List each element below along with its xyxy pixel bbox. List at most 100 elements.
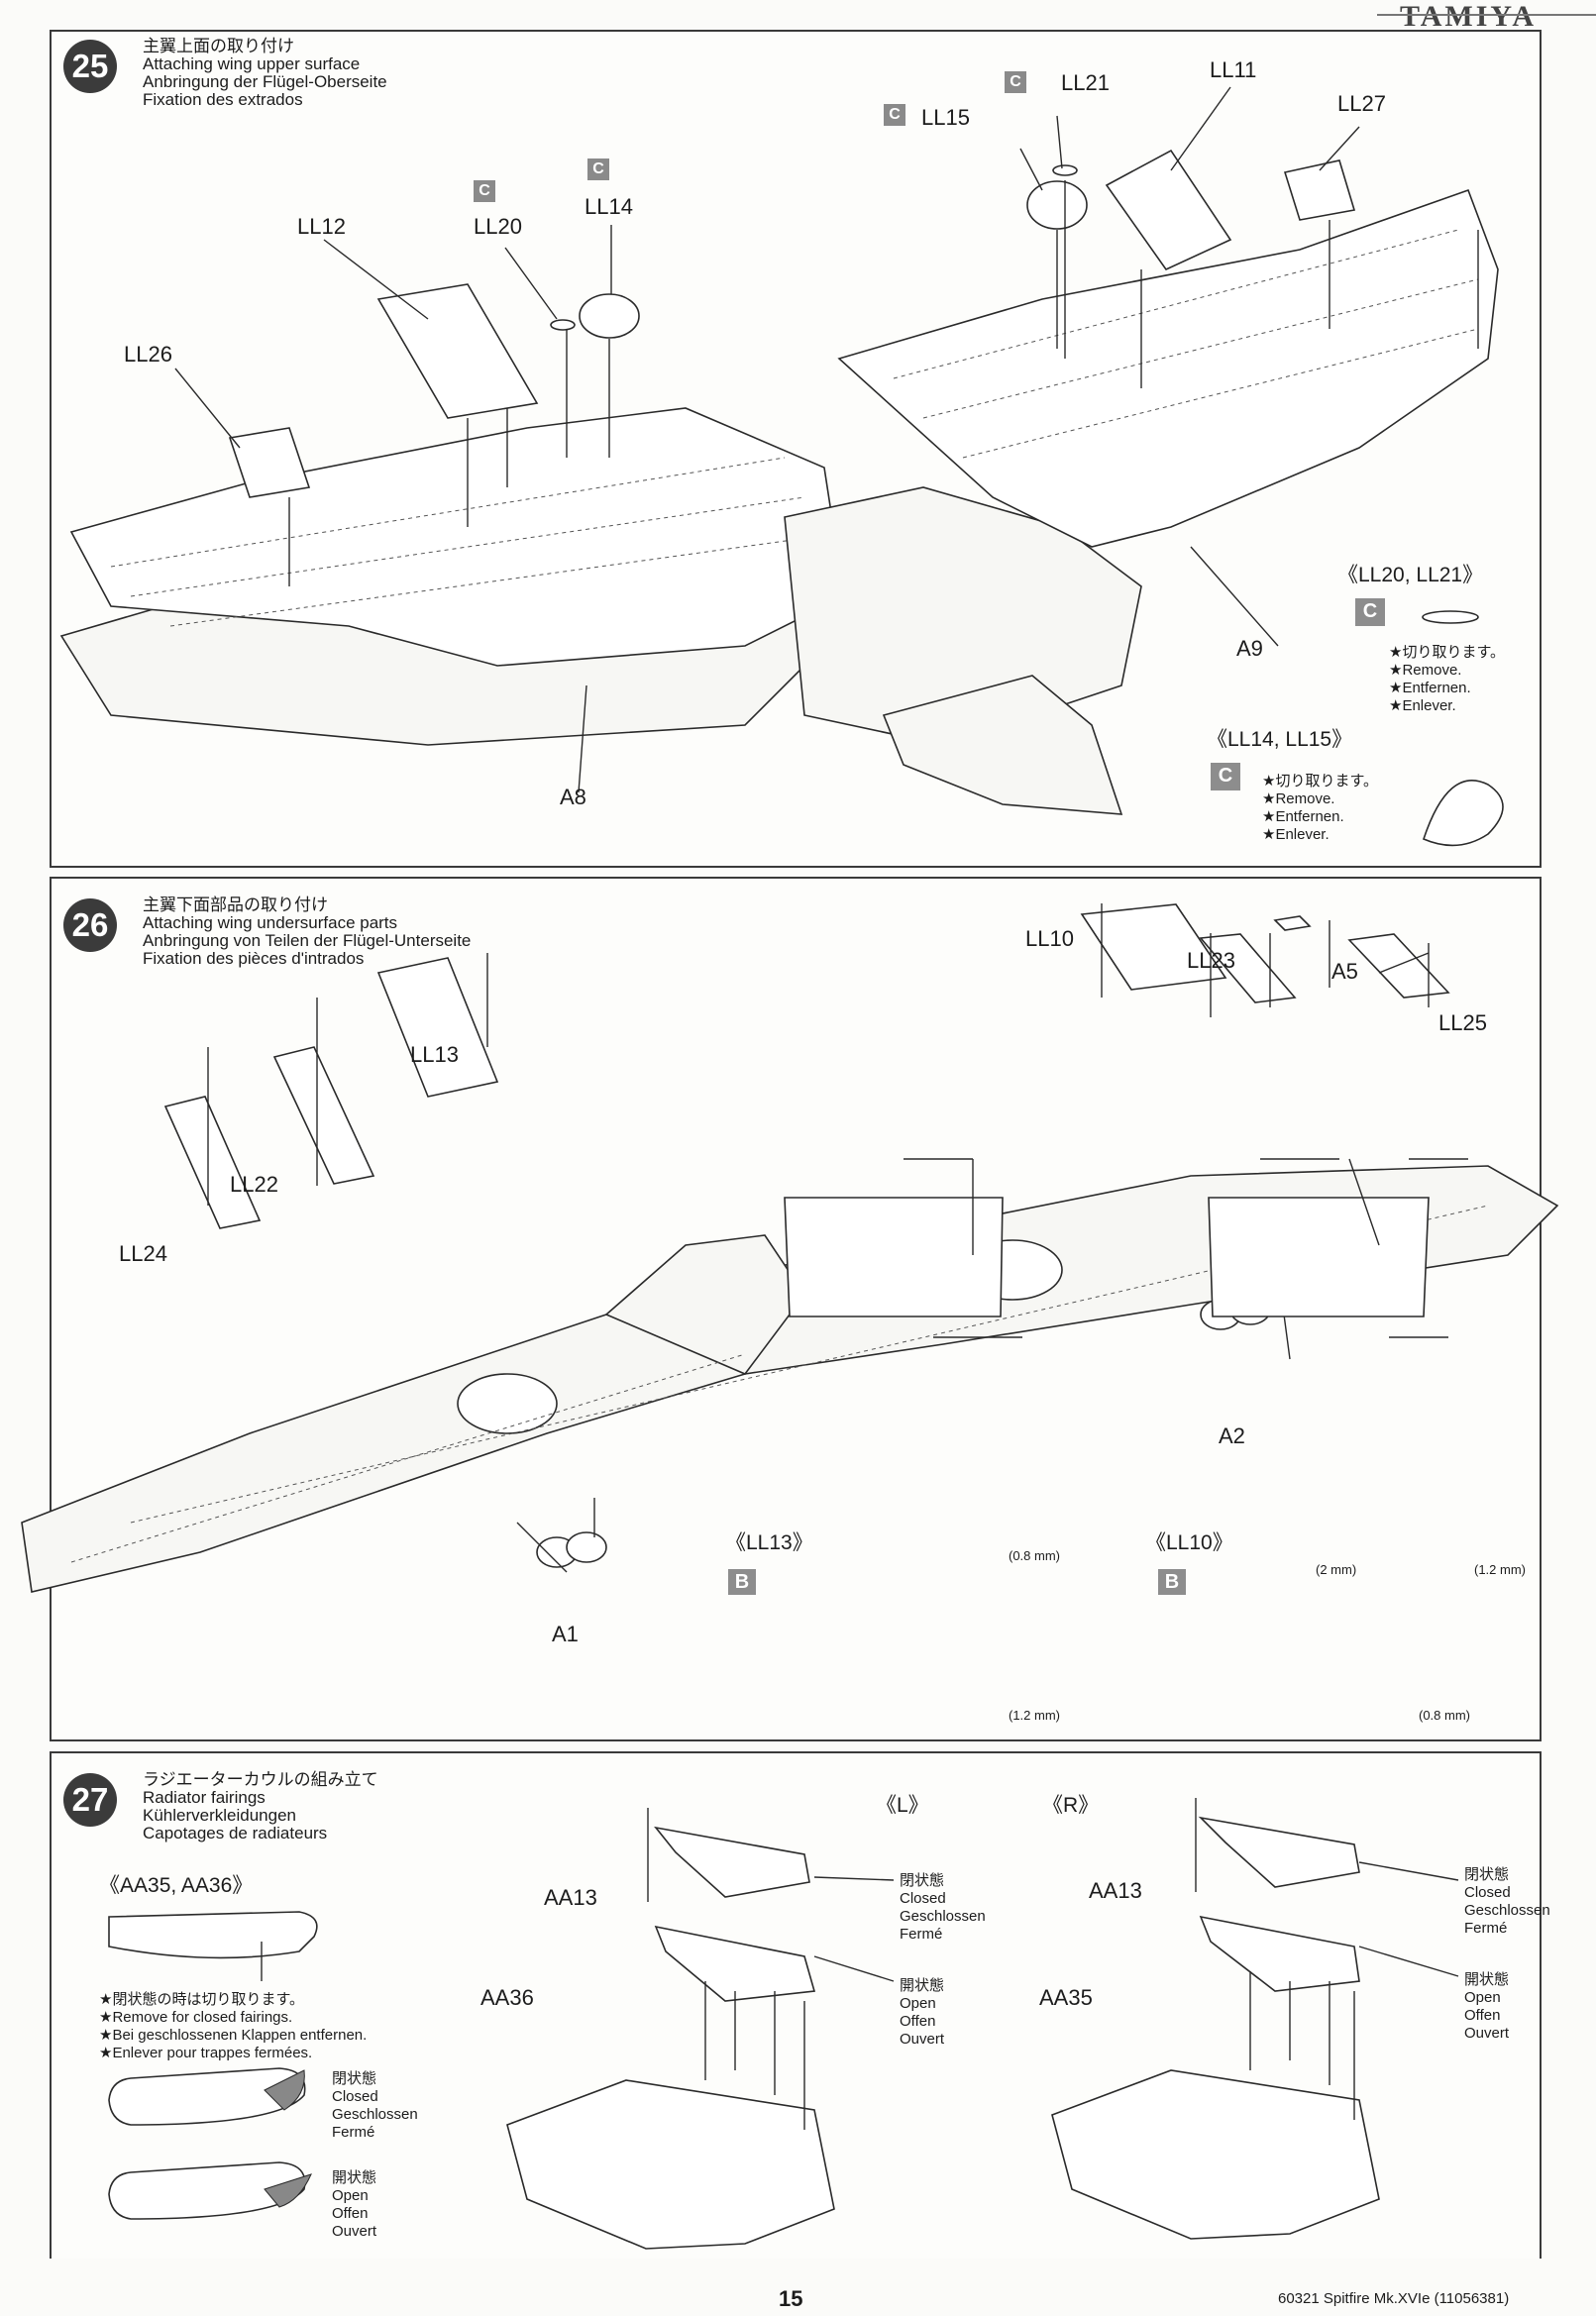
label-ll20: LL20 (474, 214, 522, 239)
detail-ll13-panel (784, 1197, 1004, 1317)
left-closed-label: 閉状態 Closed Geschlossen Fermé (900, 1872, 986, 1944)
note-ll14-part (1423, 780, 1504, 847)
right-closed-label: 閉状態 Closed Geschlossen Fermé (1464, 1866, 1550, 1938)
closed-en: Closed (900, 1890, 946, 1907)
title-fr: Fixation des pièces d'intrados (143, 949, 365, 968)
sprue-c-badge: C (884, 104, 905, 126)
step-title: 主翼上面の取り付け Attaching wing upper surface A… (143, 38, 387, 109)
closed-en: Closed (332, 2088, 378, 2105)
drill-size: (1.2 mm) (1009, 1708, 1060, 1723)
panel-ll24 (163, 1096, 262, 1229)
panel-ll13 (376, 957, 499, 1098)
note-line: ★Enlever. (1389, 697, 1456, 714)
label-ll13: LL13 (410, 1042, 459, 1067)
note-ll20-ll21-text: ★切り取ります。 ★Remove. ★Entfernen. ★Enlever. (1389, 644, 1505, 715)
title-fr: Capotages de radiateurs (143, 1824, 328, 1842)
flap-closed-left (654, 1826, 810, 1898)
label-a9: A9 (1236, 636, 1263, 661)
label-aa35: AA35 (1039, 1985, 1093, 2010)
model-code: 60321 Spitfire Mk.XVIe (11056381) (1278, 2290, 1510, 2307)
closed-ja: 閉状態 (900, 1872, 945, 1889)
step-number: 25 (63, 40, 117, 93)
label-ll15: LL15 (921, 105, 970, 130)
open-en: Open (1464, 1989, 1501, 2006)
label-a2: A2 (1219, 1423, 1245, 1448)
panel-ll11 (1105, 149, 1232, 271)
closed-fr: Fermé (1464, 1920, 1508, 1937)
note-line: ★Remove. (1389, 662, 1462, 679)
center-section (784, 486, 1142, 746)
tail-fairing (882, 675, 1123, 815)
open-ja: 開状態 (332, 2169, 377, 2186)
note-ll14-ll15-title: 《LL14, LL15》 (1207, 728, 1353, 751)
note-ll20-ll21-title: 《LL20, LL21》 (1337, 564, 1484, 586)
cover-ll14 (579, 293, 640, 339)
note-line: ★Enlever. (1262, 826, 1330, 843)
drill-size: (0.8 mm) (1009, 1548, 1060, 1563)
note-ll14-ll15-text: ★切り取ります。 ★Remove. ★Entfernen. ★Enlever. (1262, 773, 1378, 844)
panel-ll26 (228, 427, 311, 498)
drill-size: (0.8 mm) (1419, 1708, 1470, 1723)
sprue-c-badge: C (474, 180, 495, 202)
closed-fr: Fermé (900, 1926, 943, 1943)
panel-ll10 (1080, 903, 1227, 991)
panel-ll12 (376, 283, 539, 419)
open-ja: 開状態 (1464, 1971, 1510, 1988)
center-fuselage (604, 1234, 805, 1375)
label-a1: A1 (552, 1622, 579, 1646)
note-line: ★Remove. (1262, 790, 1335, 807)
title-de: Kühlerverkleidungen (143, 1806, 296, 1825)
sprue-c-badge: C (1355, 598, 1385, 626)
label-ll14: LL14 (585, 194, 633, 219)
closed-de: Geschlossen (900, 1908, 986, 1925)
panel-ll22 (272, 1046, 375, 1185)
flap-open-right (1199, 1915, 1360, 1992)
drill-size: (2 mm) (1316, 1562, 1357, 1577)
title-de: Anbringung von Teilen der Flügel-Unterse… (143, 931, 472, 950)
label-ll21: LL21 (1061, 70, 1110, 95)
note-line: ★閉状態の時は切り取ります。 (99, 1991, 304, 2008)
closed-label: 閉状態 Closed Geschlossen Fermé (332, 2070, 418, 2142)
step-number: 27 (63, 1773, 117, 1827)
label-ll10: LL10 (1025, 926, 1074, 951)
closed-de: Geschlossen (1464, 1902, 1550, 1919)
title-en: Attaching wing upper surface (143, 54, 361, 73)
title-ja: 主翼上面の取り付け (143, 37, 294, 55)
note-ll20-part (1422, 610, 1479, 624)
label-ll24: LL24 (119, 1241, 167, 1266)
wheel-well-left (457, 1373, 558, 1434)
aa-note: ★閉状態の時は切り取ります。 ★Remove for closed fairin… (99, 1991, 367, 2062)
closed-de: Geschlossen (332, 2106, 418, 2123)
label-ll26: LL26 (124, 342, 172, 367)
label-ll12: LL12 (297, 214, 346, 239)
note-line: ★Bei geschlossenen Klappen entfernen. (99, 2027, 368, 2044)
title-ja: ラジエーターカウルの組み立て (143, 1770, 378, 1789)
label-a8: A8 (560, 785, 586, 809)
right-open-label: 開状態 Open Offen Ouvert (1464, 1971, 1509, 2043)
panel-ll25 (1347, 933, 1450, 999)
flap-closed-right (1198, 1816, 1360, 1888)
panel-ll27 (1283, 159, 1356, 221)
sprue-b-badge: B (728, 1569, 756, 1595)
panel-ll23 (1199, 933, 1297, 1003)
open-de: Offen (332, 2205, 369, 2222)
note-line: ★Enlever pour trappes fermées. (99, 2045, 313, 2061)
open-en: Open (332, 2187, 369, 2204)
sprue-b-badge: B (1158, 1569, 1186, 1595)
part-a5 (1273, 915, 1312, 931)
sprue-c-badge: C (1005, 71, 1026, 93)
label-ll23: LL23 (1187, 948, 1235, 973)
closed-ja: 閉状態 (332, 2070, 377, 2087)
step-number: 26 (63, 898, 117, 952)
aa-part (108, 1911, 318, 1959)
note-line: ★切り取ります。 (1389, 644, 1505, 661)
title-en: Radiator fairings (143, 1788, 266, 1807)
closed-ja: 閉状態 (1464, 1866, 1510, 1883)
label-a5: A5 (1331, 959, 1358, 984)
note-line: ★Remove for closed fairings. (99, 2009, 293, 2026)
note-line: ★Entfernen. (1262, 808, 1344, 825)
step-title: ラジエーターカウルの組み立て Radiator fairings Kühlerv… (143, 1771, 378, 1842)
label-aa13-right: AA13 (1089, 1878, 1142, 1903)
label-ll22: LL22 (230, 1172, 278, 1197)
open-fr: Ouvert (1464, 2025, 1510, 2042)
